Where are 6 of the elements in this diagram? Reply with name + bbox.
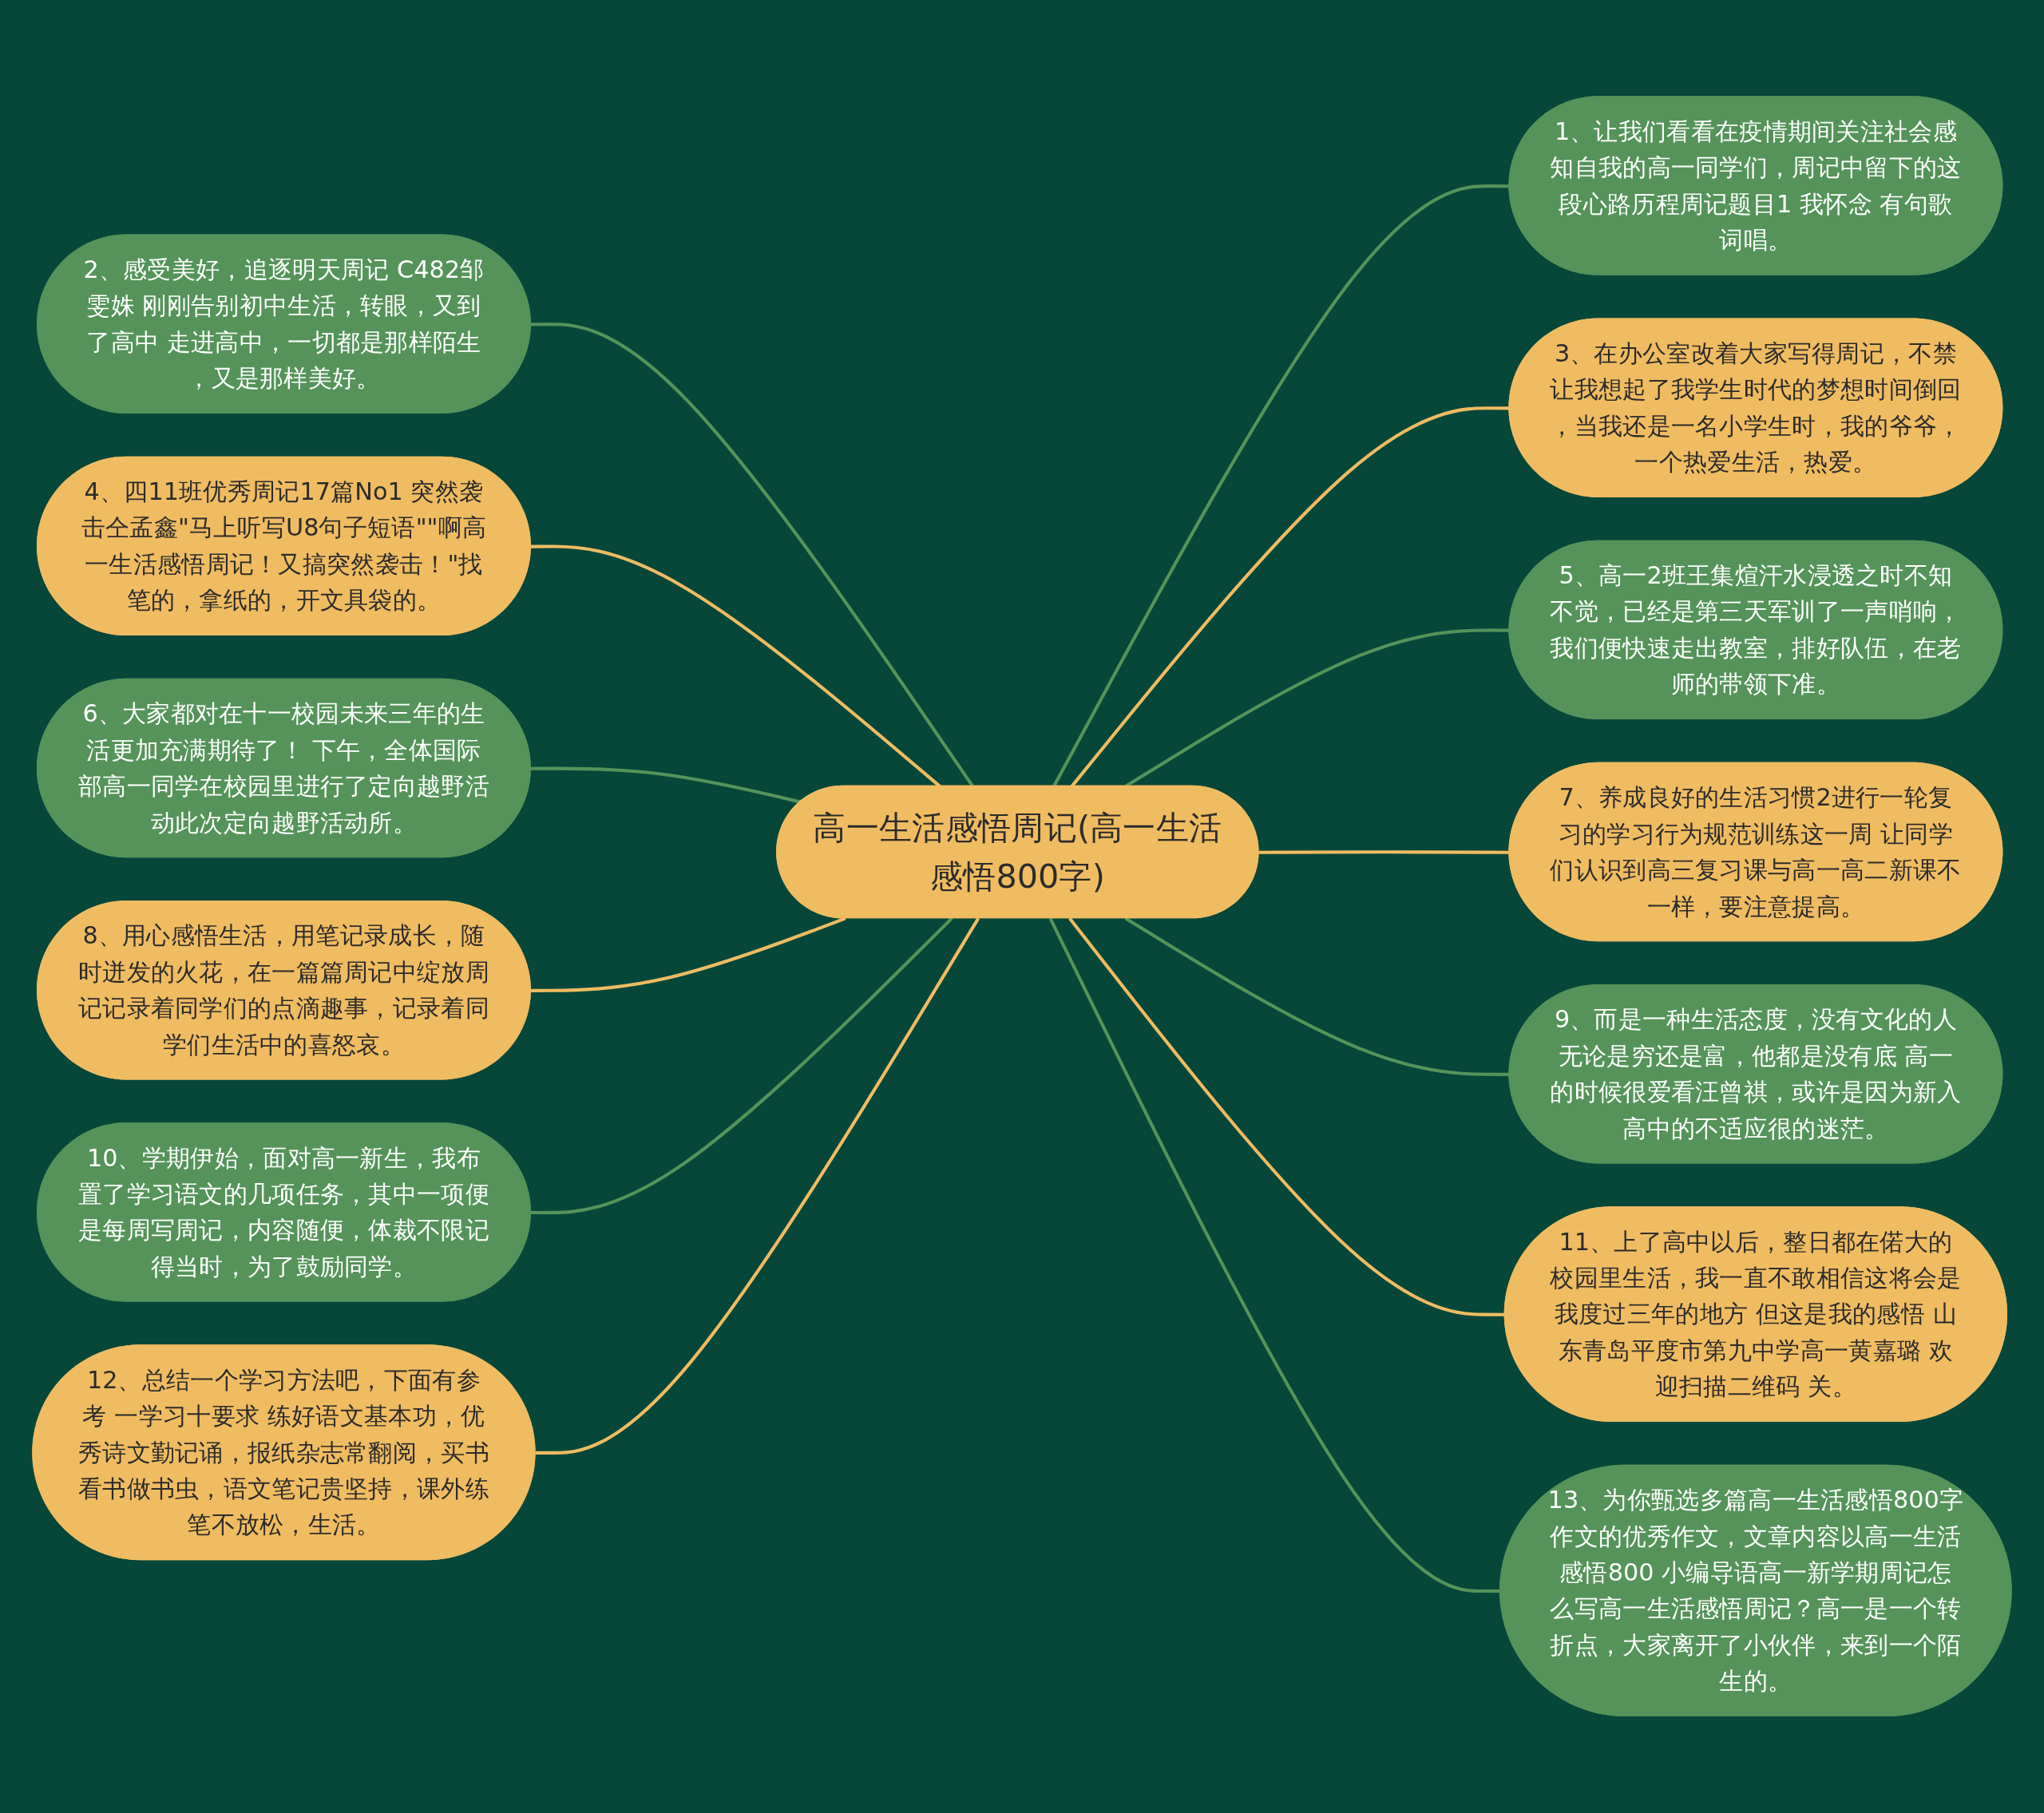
connector	[530, 766, 802, 804]
connector	[1258, 850, 1510, 855]
connector	[530, 916, 846, 993]
connector	[1124, 916, 1510, 1077]
connector	[535, 917, 980, 1455]
connector	[530, 917, 953, 1215]
